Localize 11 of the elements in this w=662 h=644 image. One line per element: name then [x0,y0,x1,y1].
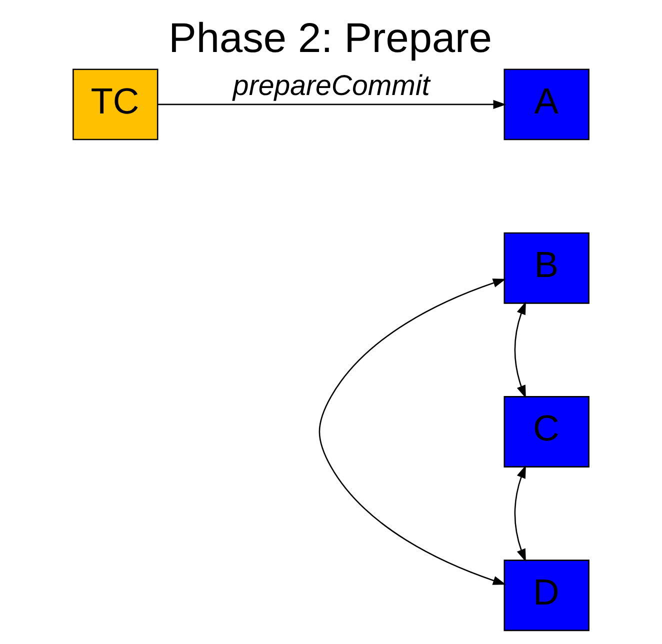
edge-label: prepareCommit [232,70,430,102]
node-box: TC [72,68,158,140]
arrow [514,301,526,398]
node-box: D [504,560,590,632]
node-box: B [504,232,590,304]
node-box: C [504,396,590,468]
node-box: A [504,68,590,140]
arrow [514,465,526,562]
arrow [158,100,506,110]
arrow [318,278,506,585]
diagram-title: Phase 2: Prepare [168,14,492,61]
